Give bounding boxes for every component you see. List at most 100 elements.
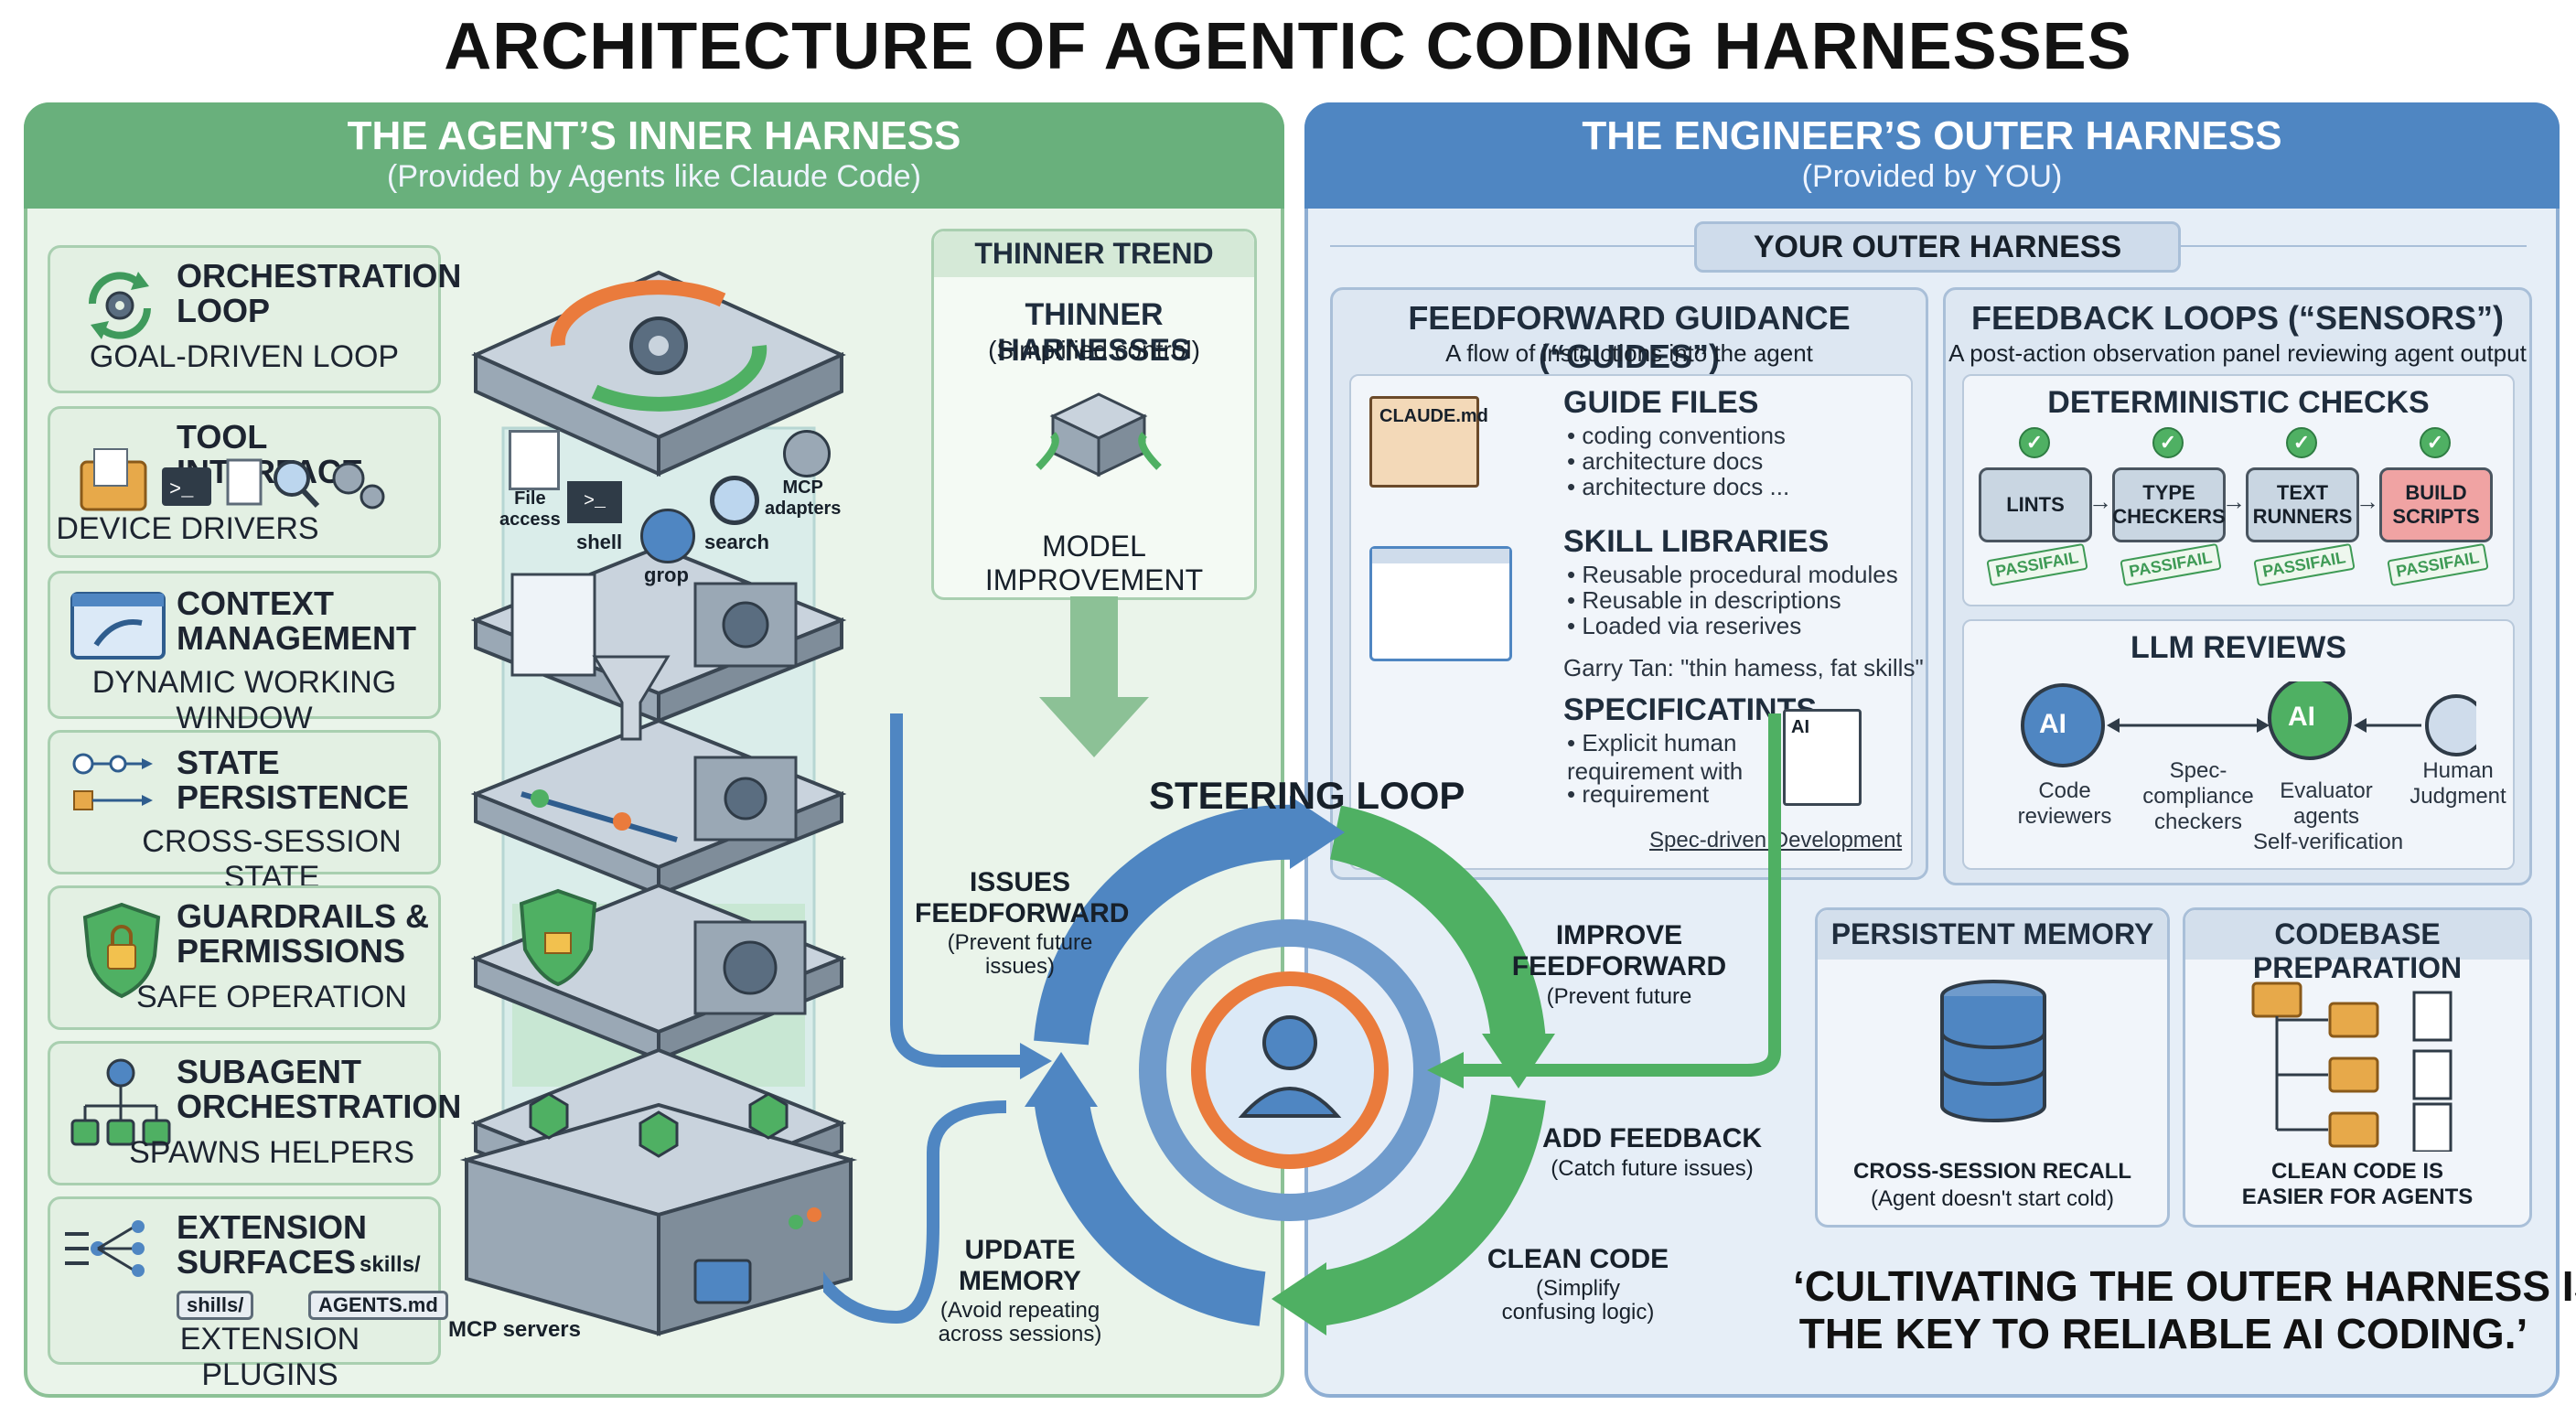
guide-file-item: • architecture docs bbox=[1567, 447, 1764, 475]
mcp-servers-label: MCP servers bbox=[448, 1317, 581, 1342]
codebase-caption: CLEAN CODE IS EASIER FOR AGENTS bbox=[2241, 1159, 2474, 1209]
inner-harness-subtitle: (Provided by Agents like Claude Code) bbox=[387, 159, 921, 194]
card-subtitle: SAFE OPERATION bbox=[136, 980, 407, 1014]
sensors-title: FEEDBACK LOOPS (“SENSORS”) bbox=[1970, 299, 2505, 337]
folder-tree-icon bbox=[2251, 981, 2453, 1152]
shills-chip: shills/ bbox=[177, 1291, 254, 1320]
sensors-sub: A post-action observation panel reviewin… bbox=[1948, 339, 2527, 367]
ai-chip-right: AI bbox=[2288, 702, 2315, 732]
improve-feedforward-sub: (Prevent future bbox=[1546, 984, 1692, 1009]
llm-reviews-title: LLM REVIEWS bbox=[2130, 630, 2347, 665]
closing-quote: ‘CULTIVATING THE OUTER HARNESS IS THE KE… bbox=[1793, 1262, 2576, 1357]
shell-label: shell bbox=[576, 531, 623, 553]
search-icon bbox=[710, 476, 759, 525]
check-box: TYPE CHECKERS bbox=[2112, 467, 2226, 542]
card-extension-surfaces: EXTENSION SURFACES skills/ shills/ AGENT… bbox=[48, 1196, 448, 1392]
issues-feedforward-label: ISSUES FEEDFORWARD bbox=[915, 867, 1130, 928]
skills-label: skills/ bbox=[360, 1252, 421, 1277]
card-title: EXTENSION SURFACES bbox=[177, 1208, 368, 1281]
globe-icon bbox=[640, 509, 695, 563]
check-arrow-icon: → bbox=[2088, 488, 2112, 515]
agents-md-chip: AGENTS.md bbox=[308, 1291, 448, 1320]
flow-icon bbox=[72, 753, 153, 810]
your-outer-harness-label: YOUR OUTER HARNESS bbox=[1694, 221, 2181, 273]
harness-tower-illustration bbox=[459, 270, 858, 1336]
tool-icons: >_ bbox=[80, 448, 385, 511]
gear-icon bbox=[783, 430, 831, 477]
card-tool-interface: TOOL INTERFACE >_ DEVICE DRIVERS bbox=[48, 406, 441, 558]
card-subtitle: DEVICE DRIVERS bbox=[56, 511, 319, 546]
check-tick-icon: ✓ bbox=[2420, 427, 2451, 458]
ai-chip-left: AI bbox=[2039, 709, 2066, 739]
window-icon bbox=[70, 592, 166, 660]
spec-item: • Explicit human requirement with bbox=[1567, 729, 1744, 785]
down-arrow bbox=[1039, 596, 1149, 757]
human-judgment-label: Human Judgment bbox=[2410, 758, 2506, 809]
steering-loop-diagram bbox=[823, 713, 1781, 1335]
card-subtitle: EXTENSION PLUGINS bbox=[179, 1322, 360, 1392]
thinner-trend-header: THINNER TREND bbox=[974, 237, 1214, 270]
tree-icon bbox=[70, 1058, 171, 1146]
check-arrow-icon: → bbox=[2356, 488, 2379, 515]
guide-file-item: • architecture docs ... bbox=[1567, 473, 1790, 500]
persistent-memory-title: PERSISTENT MEMORY bbox=[1830, 917, 2154, 950]
skill-item: • Reusable procedural modules bbox=[1567, 561, 1898, 588]
deterministic-title: DETERMINISTIC CHECKS bbox=[2047, 385, 2430, 420]
pass-fail-stamp: PASSIFAIL bbox=[1986, 542, 2088, 587]
update-memory-label: UPDATE MEMORY bbox=[959, 1235, 1081, 1296]
card-subagent-orchestration: SUBAGENT ORCHESTRATION SPAWNS HELPERS bbox=[48, 1041, 461, 1185]
card-subtitle: DYNAMIC WORKING WINDOW bbox=[91, 665, 397, 735]
file-icon bbox=[509, 430, 560, 490]
card-title: STATE PERSISTENCE bbox=[177, 744, 410, 816]
feedforward-guides-box: FEEDFORWARD GUIDANCE (“GUIDES”) A flow o… bbox=[1330, 287, 1928, 880]
card-guardrails: GUARDRAILS & PERMISSIONS SAFE OPERATION bbox=[48, 885, 441, 1030]
spec-item: • requirement bbox=[1567, 780, 1710, 808]
terminal-icon: >_ bbox=[567, 481, 622, 523]
update-memory-sub: (Avoid repeating across sessions) bbox=[938, 1298, 1102, 1346]
shield-lock-icon bbox=[82, 902, 161, 999]
page-title: ARCHITECTURE OF AGENTIC CODING HARNESSES bbox=[444, 10, 2132, 83]
steering-loop-title: STEERING LOOP bbox=[1149, 774, 1465, 817]
card-title: CONTEXT MANAGEMENT bbox=[177, 585, 416, 657]
clean-code-label: CLEAN CODE bbox=[1487, 1244, 1669, 1274]
card-orchestration-loop: ORCHESTRATION LOOP GOAL-DRIVEN LOOP bbox=[48, 245, 461, 393]
check-tick-icon: ✓ bbox=[2019, 427, 2050, 458]
pass-fail-stamp: PASSIFAIL bbox=[2387, 542, 2489, 587]
checks-row: ✓LINTS→PASSIFAIL✓TYPE CHECKERS→PASSIFAIL… bbox=[1962, 427, 2511, 610]
codebase-prep-box: CODEBASE PREPARATION CLEAN CODE IS EASIE… bbox=[2183, 907, 2532, 1228]
thinner-harnesses-sub: (Simplified control) bbox=[988, 336, 1200, 364]
feedback-sensors-box: FEEDBACK LOOPS (“SENSORS”) A post-action… bbox=[1943, 287, 2532, 885]
outer-harness-header: THE ENGINEER’S OUTER HARNESS (Provided b… bbox=[1304, 102, 2560, 209]
check-box: BUILD SCRIPTS bbox=[2379, 467, 2493, 542]
grop-label: grop bbox=[644, 563, 689, 586]
guides-title: FEEDFORWARD GUIDANCE (“GUIDES”) bbox=[1408, 299, 1851, 375]
card-title: ORCHESTRATION LOOP bbox=[177, 257, 462, 329]
persistent-memory-box: PERSISTENT MEMORY CROSS-SESSION RECALL (… bbox=[1815, 907, 2170, 1228]
check-arrow-icon: → bbox=[2222, 488, 2246, 515]
thinner-trend-box: THINNER TREND THINNER HARNESSES (Simplif… bbox=[931, 229, 1257, 600]
compact-machine-icon bbox=[1036, 392, 1162, 477]
check-box: LINTS bbox=[1979, 467, 2092, 542]
svg-text:>_: >_ bbox=[169, 478, 194, 501]
claude-md-doc: CLAUDE.md bbox=[1369, 396, 1488, 488]
memory-caption: CROSS-SESSION RECALL bbox=[1852, 1159, 2132, 1184]
cycle-gear-icon bbox=[88, 272, 151, 339]
model-improvement-label: MODEL IMPROVEMENT bbox=[984, 530, 1204, 596]
skill-item: • Reusable in descriptions bbox=[1567, 586, 1841, 614]
guide-files-title: GUIDE FILES bbox=[1563, 385, 1759, 420]
check-box: TEXT RUNNERS bbox=[2246, 467, 2359, 542]
guide-file-item: • coding conventions bbox=[1567, 422, 1786, 449]
llm-reviews-diagram bbox=[2021, 681, 2476, 767]
search-label: search bbox=[704, 531, 769, 553]
card-state-persistence: STATE PERSISTENCE CROSS-SESSION STATE bbox=[48, 730, 441, 895]
check-tick-icon: ✓ bbox=[2152, 427, 2184, 458]
add-feedback-label: ADD FEEDBACK bbox=[1542, 1123, 1762, 1153]
codebase-prep-title: CODEBASE PREPARATION bbox=[2252, 917, 2463, 984]
pass-fail-stamp: PASSIFAIL bbox=[2253, 542, 2356, 587]
file-access-label: File access bbox=[499, 488, 561, 530]
spec-checkers-label: Spec- compliance checkers bbox=[2142, 758, 2254, 834]
inner-harness-title: THE AGENT’S INNER HARNESS bbox=[347, 113, 961, 158]
outer-harness-title: THE ENGINEER’S OUTER HARNESS bbox=[1582, 113, 2282, 158]
database-icon bbox=[1940, 980, 2046, 1122]
evaluator-label: Evaluator agents Self-verification bbox=[2253, 778, 2404, 854]
